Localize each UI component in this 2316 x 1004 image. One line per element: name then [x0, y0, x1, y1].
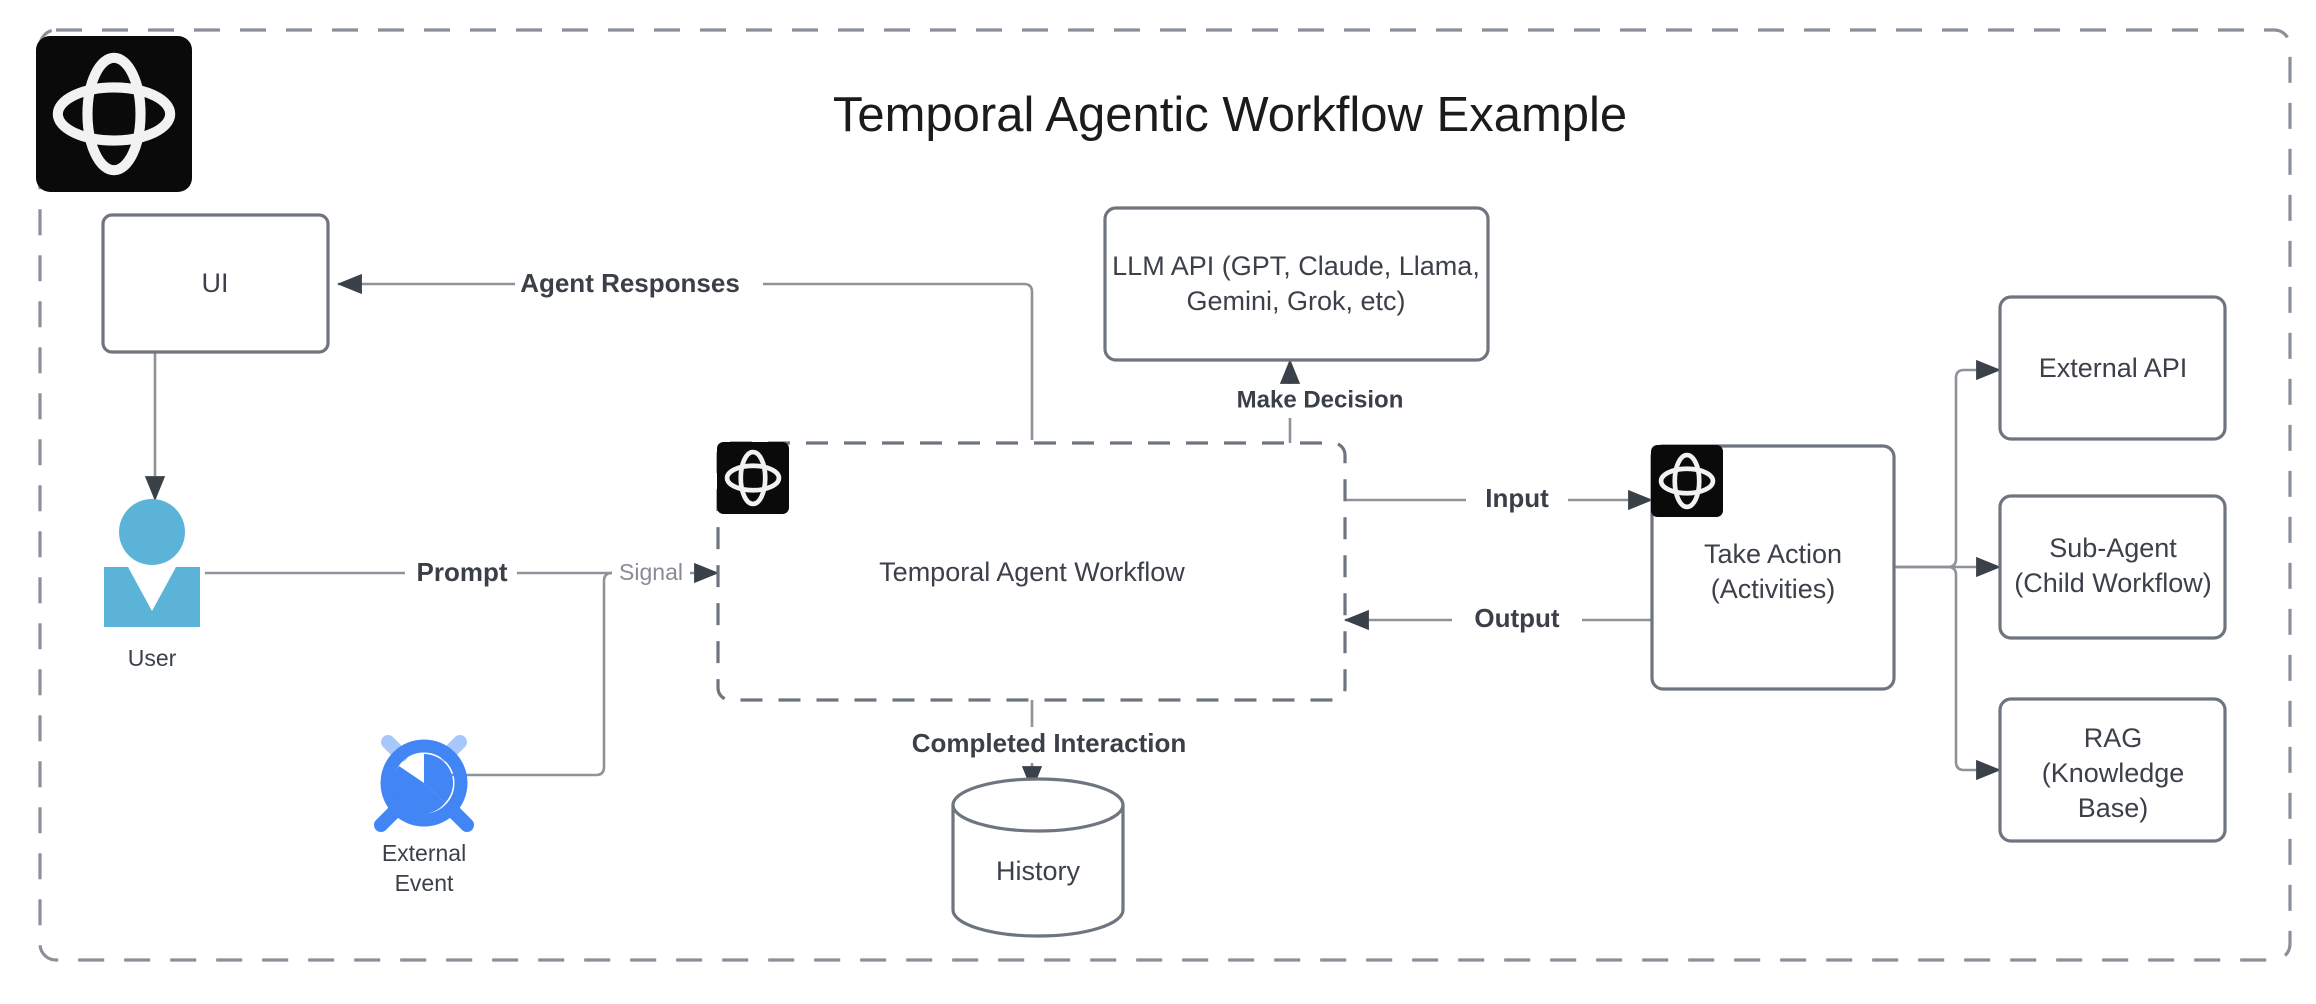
node-llm-api-label-1: LLM API (GPT, Claude, Llama,	[1112, 251, 1480, 281]
node-llm-api-label-2: Gemini, Grok, etc)	[1186, 286, 1405, 316]
node-ui[interactable]: UI	[101, 213, 330, 354]
node-sub-agent-label-2: (Child Workflow)	[2014, 568, 2212, 598]
node-rag[interactable]: RAG (Knowledge Base)	[1998, 697, 2227, 843]
node-take-action-label-1: Take Action	[1704, 539, 1842, 569]
node-external-event-label-2: Event	[395, 870, 454, 896]
edge-label-output: Output	[1474, 603, 1560, 633]
diagram-outer-boundary	[38, 28, 2292, 962]
edge-action-to-external-api	[1894, 359, 2002, 569]
user-head-icon	[119, 499, 185, 565]
edge-label-input: Input	[1485, 483, 1549, 513]
user-notch	[128, 567, 176, 611]
edge-action-to-rag	[1894, 565, 2002, 781]
label-bg	[612, 560, 690, 590]
node-take-action-label-2: (Activities)	[1711, 574, 1836, 604]
node-ui-label: UI	[202, 268, 229, 298]
edge-label-agent-responses: Agent Responses	[520, 268, 740, 298]
label-bg	[1218, 384, 1423, 418]
label-bg	[515, 268, 763, 302]
edge-label-signal: Signal	[619, 559, 683, 585]
node-rag-label-3: Base)	[2078, 793, 2149, 823]
label-bg	[1452, 603, 1582, 637]
node-rag-label-2: (Knowledge	[2042, 758, 2185, 788]
node-user-label: User	[128, 645, 177, 671]
node-take-action[interactable]: Take Action (Activities)	[1650, 444, 1896, 691]
alarm-clock-icon	[374, 735, 474, 832]
edge-external-event-to-signal	[430, 571, 613, 777]
node-rag-label-1: RAG	[2084, 723, 2143, 753]
label-bg	[890, 727, 1208, 763]
node-sub-agent-label-1: Sub-Agent	[2049, 533, 2177, 563]
node-sub-agent[interactable]: Sub-Agent (Child Workflow)	[1998, 494, 2227, 640]
node-llm-api[interactable]: LLM API (GPT, Claude, Llama, Gemini, Gro…	[1103, 206, 1490, 362]
node-history-label: History	[996, 856, 1081, 886]
edge-label-prompt: Prompt	[417, 557, 508, 587]
node-temporal-agent-workflow[interactable]: Temporal Agent Workflow	[716, 441, 1347, 702]
label-bg	[1466, 483, 1568, 517]
node-temporal-workflow-label: Temporal Agent Workflow	[879, 557, 1185, 587]
node-history[interactable]: History	[951, 777, 1125, 938]
node-external-event-label-1: External	[382, 840, 466, 866]
label-bg	[405, 557, 517, 591]
temporal-logo-icon	[36, 36, 192, 192]
node-external-api-label: External API	[2039, 353, 2188, 383]
temporal-logo-icon	[1651, 445, 1723, 517]
node-external-api[interactable]: External API	[1998, 295, 2227, 441]
edge-label-make-decision: Make Decision	[1237, 386, 1404, 413]
edge-agent-responses	[336, 273, 1034, 440]
node-external-event[interactable]: External Event	[374, 735, 474, 896]
page-title: Temporal Agentic Workflow Example	[833, 88, 1627, 142]
temporal-logo-icon	[717, 442, 789, 514]
edge-label-completed-interaction: Completed Interaction	[912, 728, 1186, 758]
node-user[interactable]: User	[104, 499, 200, 671]
